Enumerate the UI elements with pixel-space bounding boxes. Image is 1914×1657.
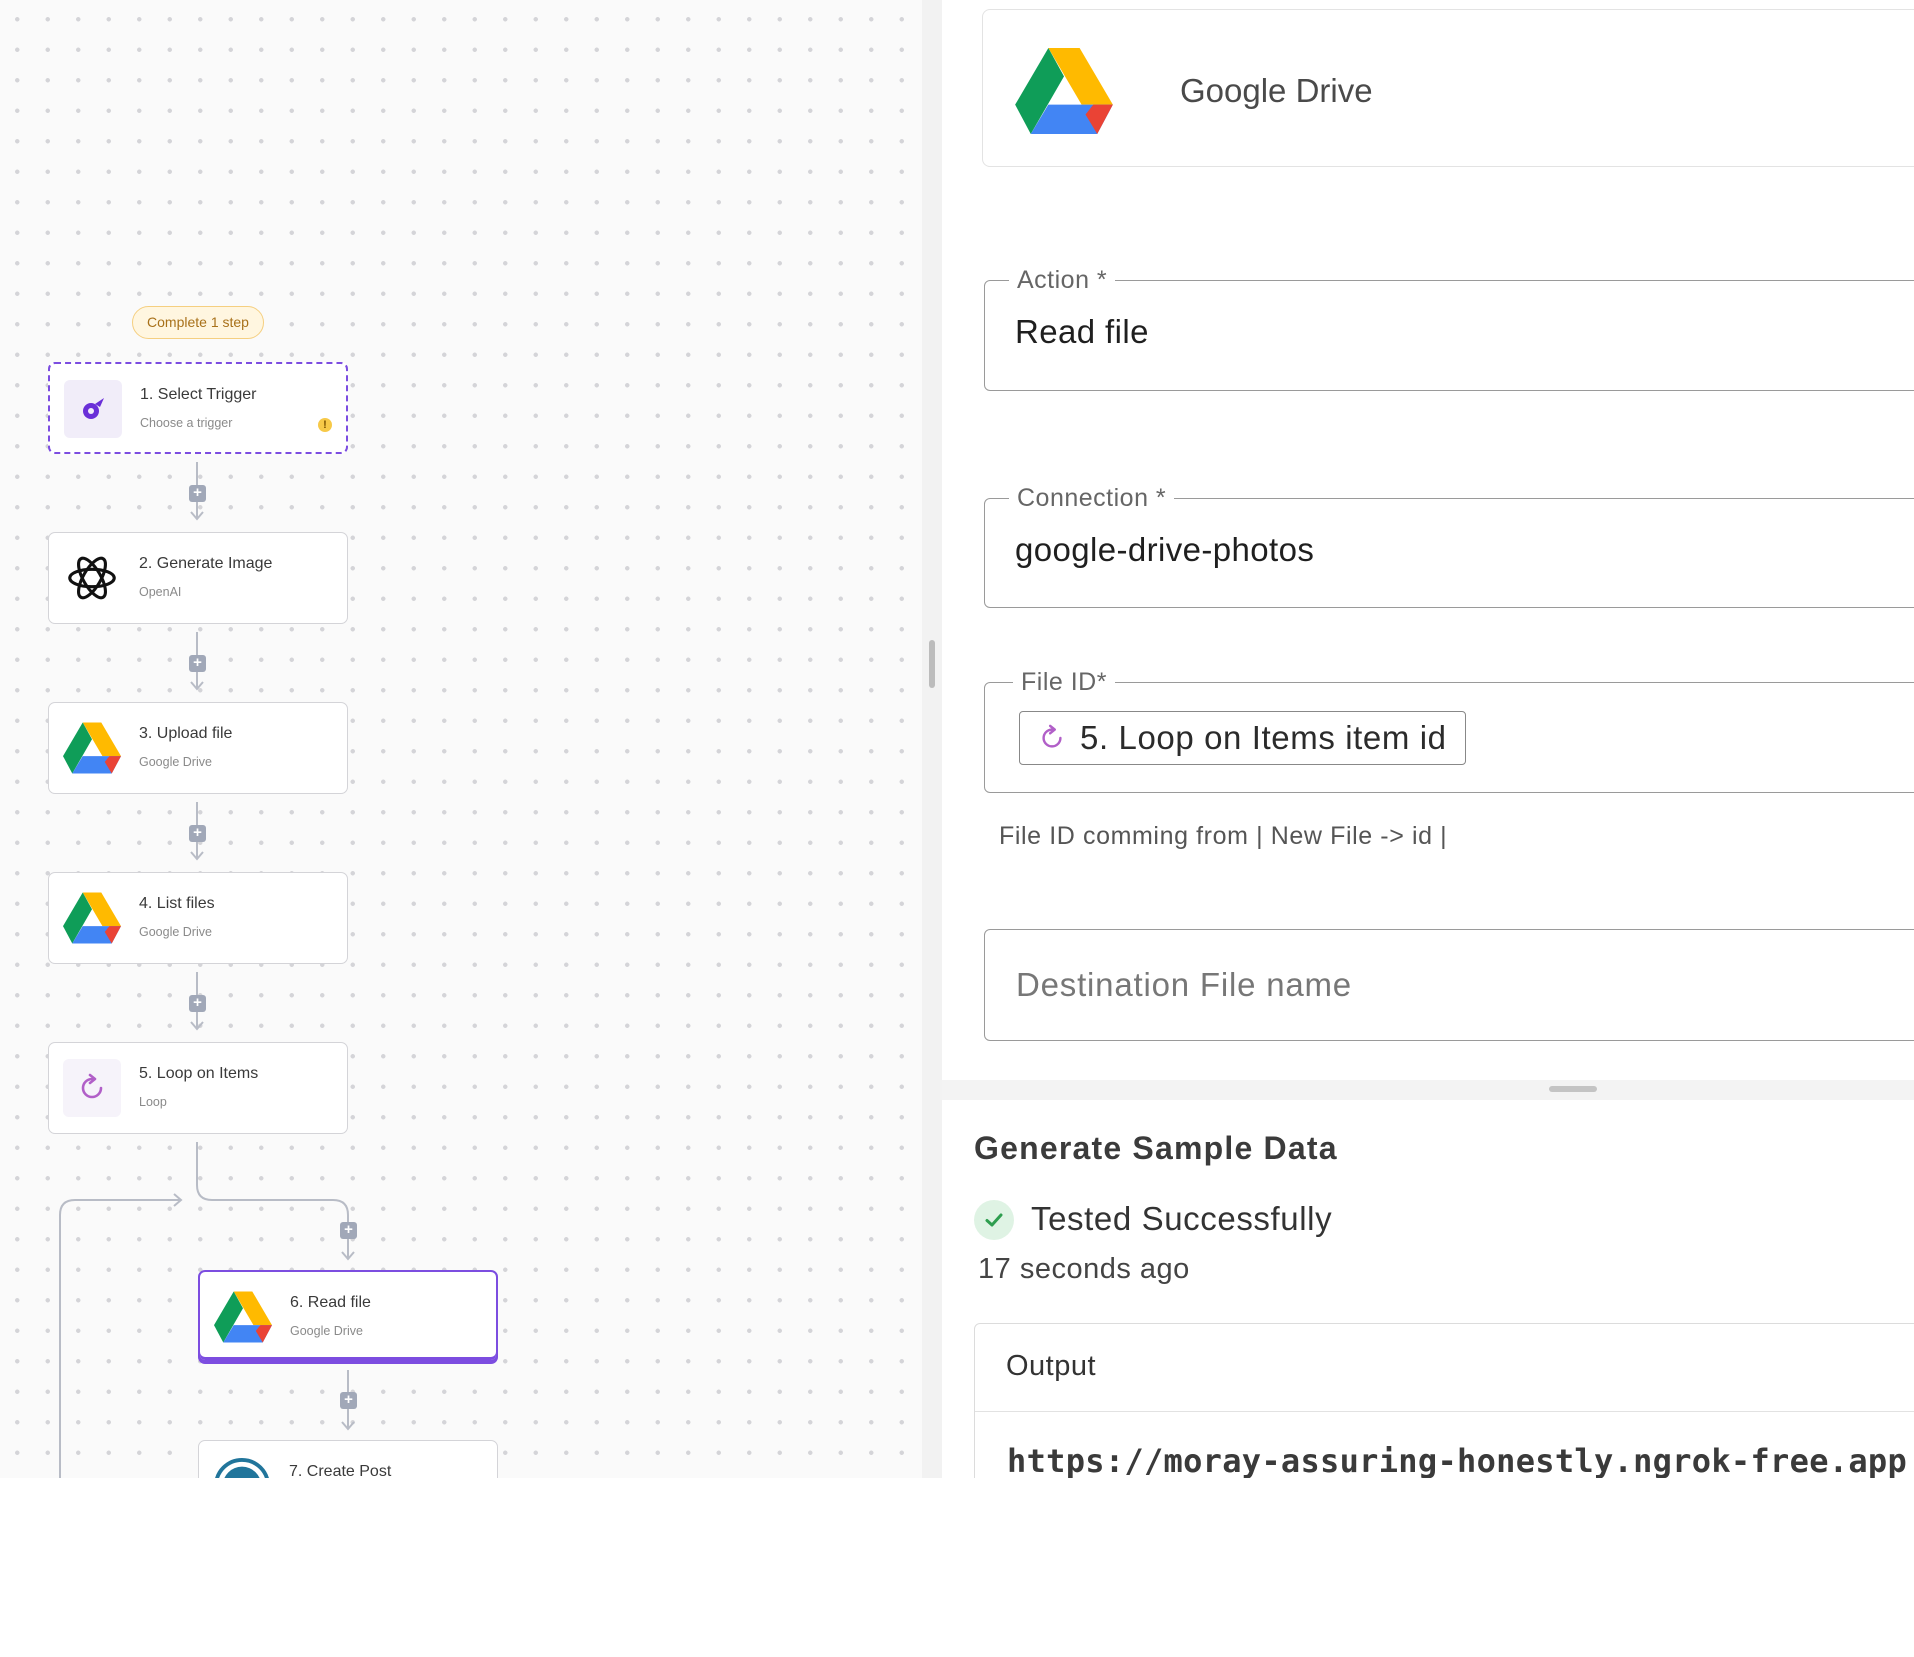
trigger-icon: [64, 380, 122, 438]
step-generate-image[interactable]: 2. Generate Image OpenAI: [48, 532, 348, 624]
file-id-input[interactable]: File ID* 5. Loop on Items item id: [984, 668, 1914, 793]
destination-file-name-input[interactable]: Destination File name: [984, 929, 1914, 1041]
chip-label: 5. Loop on Items item id: [1080, 719, 1447, 756]
step-subtitle: Loop: [139, 1095, 167, 1109]
output-label: Output: [1006, 1350, 1097, 1382]
step-subtitle: Choose a trigger: [140, 416, 233, 430]
step-subtitle: Google Drive: [290, 1324, 363, 1338]
add-step-button[interactable]: +: [189, 825, 206, 842]
piece-header-card: Google Drive: [982, 9, 1914, 167]
connection-value: google-drive-photos: [1015, 531, 1315, 568]
destination-placeholder: Destination File name: [1016, 966, 1352, 1003]
test-status: Tested Successfully: [1031, 1200, 1333, 1237]
step-subtitle: Google Drive: [139, 925, 212, 939]
output-value: https://moray-assuring-honestly.ngrok-fr…: [1007, 1442, 1908, 1478]
step-title: 3. Upload file: [139, 725, 233, 742]
connection-label: Connection *: [1017, 484, 1167, 512]
data-reference-chip[interactable]: 5. Loop on Items item id: [1019, 711, 1466, 765]
output-header[interactable]: Output: [975, 1324, 1914, 1412]
step-settings-panel: Google Drive Action * Read file Connecti…: [942, 0, 1914, 1478]
step-subtitle: Google Drive: [139, 755, 212, 769]
openai-icon: [63, 549, 121, 607]
file-id-content: 5. Loop on Items item id: [1019, 711, 1914, 765]
step-title: 5. Loop on Items: [139, 1065, 259, 1082]
piece-name: Google Drive: [1180, 72, 1373, 109]
check-icon: [974, 1200, 1014, 1240]
add-step-button[interactable]: +: [340, 1222, 357, 1239]
step-subtitle: OpenAI: [139, 585, 182, 599]
file-id-label: File ID*: [1021, 668, 1107, 696]
step-title: 1. Select Trigger: [140, 386, 257, 403]
app-viewport: + + + + + + Complete 1 step 1. Select Tr…: [0, 0, 1914, 1478]
action-label: Action *: [1017, 266, 1108, 294]
connection-select[interactable]: Connection * google-drive-photos: [984, 484, 1914, 608]
step-upload-file[interactable]: 3. Upload file Google Drive: [48, 702, 348, 794]
flow-connectors: [59, 462, 355, 1478]
warning-icon: !: [318, 418, 332, 432]
step-loop-on-items[interactable]: 5. Loop on Items Loop: [48, 1042, 348, 1134]
step-title: 4. List files: [139, 895, 215, 912]
panel-divider[interactable]: [922, 0, 942, 1478]
step-select-trigger[interactable]: 1. Select Trigger Choose a trigger !: [48, 362, 348, 454]
add-step-button[interactable]: +: [189, 485, 206, 502]
step-create-post[interactable]: 7. Create Post: [198, 1440, 498, 1478]
output-card: Output https://moray-assuring-honestly.n…: [974, 1323, 1914, 1478]
google-drive-icon: [63, 889, 121, 947]
add-step-button[interactable]: +: [189, 655, 206, 672]
step-title: 7. Create Post: [289, 1463, 392, 1478]
loop-icon: [1042, 724, 1062, 748]
step-read-file[interactable]: 6. Read file Google Drive: [198, 1270, 498, 1362]
drag-grip[interactable]: [1549, 1086, 1597, 1092]
panel-split-handle[interactable]: [942, 1080, 1914, 1100]
add-step-button[interactable]: +: [189, 995, 206, 1012]
resize-handle[interactable]: [929, 640, 935, 688]
loop-icon: [63, 1059, 121, 1117]
generate-sample-title: Generate Sample Data: [974, 1130, 1338, 1166]
wordpress-icon: [213, 1457, 271, 1478]
flow-canvas[interactable]: + + + + + + Complete 1 step 1. Select Tr…: [0, 0, 922, 1478]
google-drive-icon: [214, 1288, 272, 1346]
action-value: Read file: [1015, 313, 1149, 350]
step-list-files[interactable]: 4. List files Google Drive: [48, 872, 348, 964]
google-drive-icon: [1015, 48, 1113, 139]
incomplete-steps-badge: Complete 1 step: [132, 306, 264, 339]
add-step-button[interactable]: +: [340, 1392, 357, 1409]
step-title: 6. Read file: [290, 1294, 371, 1311]
test-timestamp: 17 seconds ago: [978, 1253, 1190, 1285]
google-drive-icon: [63, 719, 121, 777]
file-id-hint: File ID comming from | New File -> id |: [999, 822, 1448, 850]
action-select[interactable]: Action * Read file: [984, 266, 1914, 391]
step-title: 2. Generate Image: [139, 555, 273, 572]
